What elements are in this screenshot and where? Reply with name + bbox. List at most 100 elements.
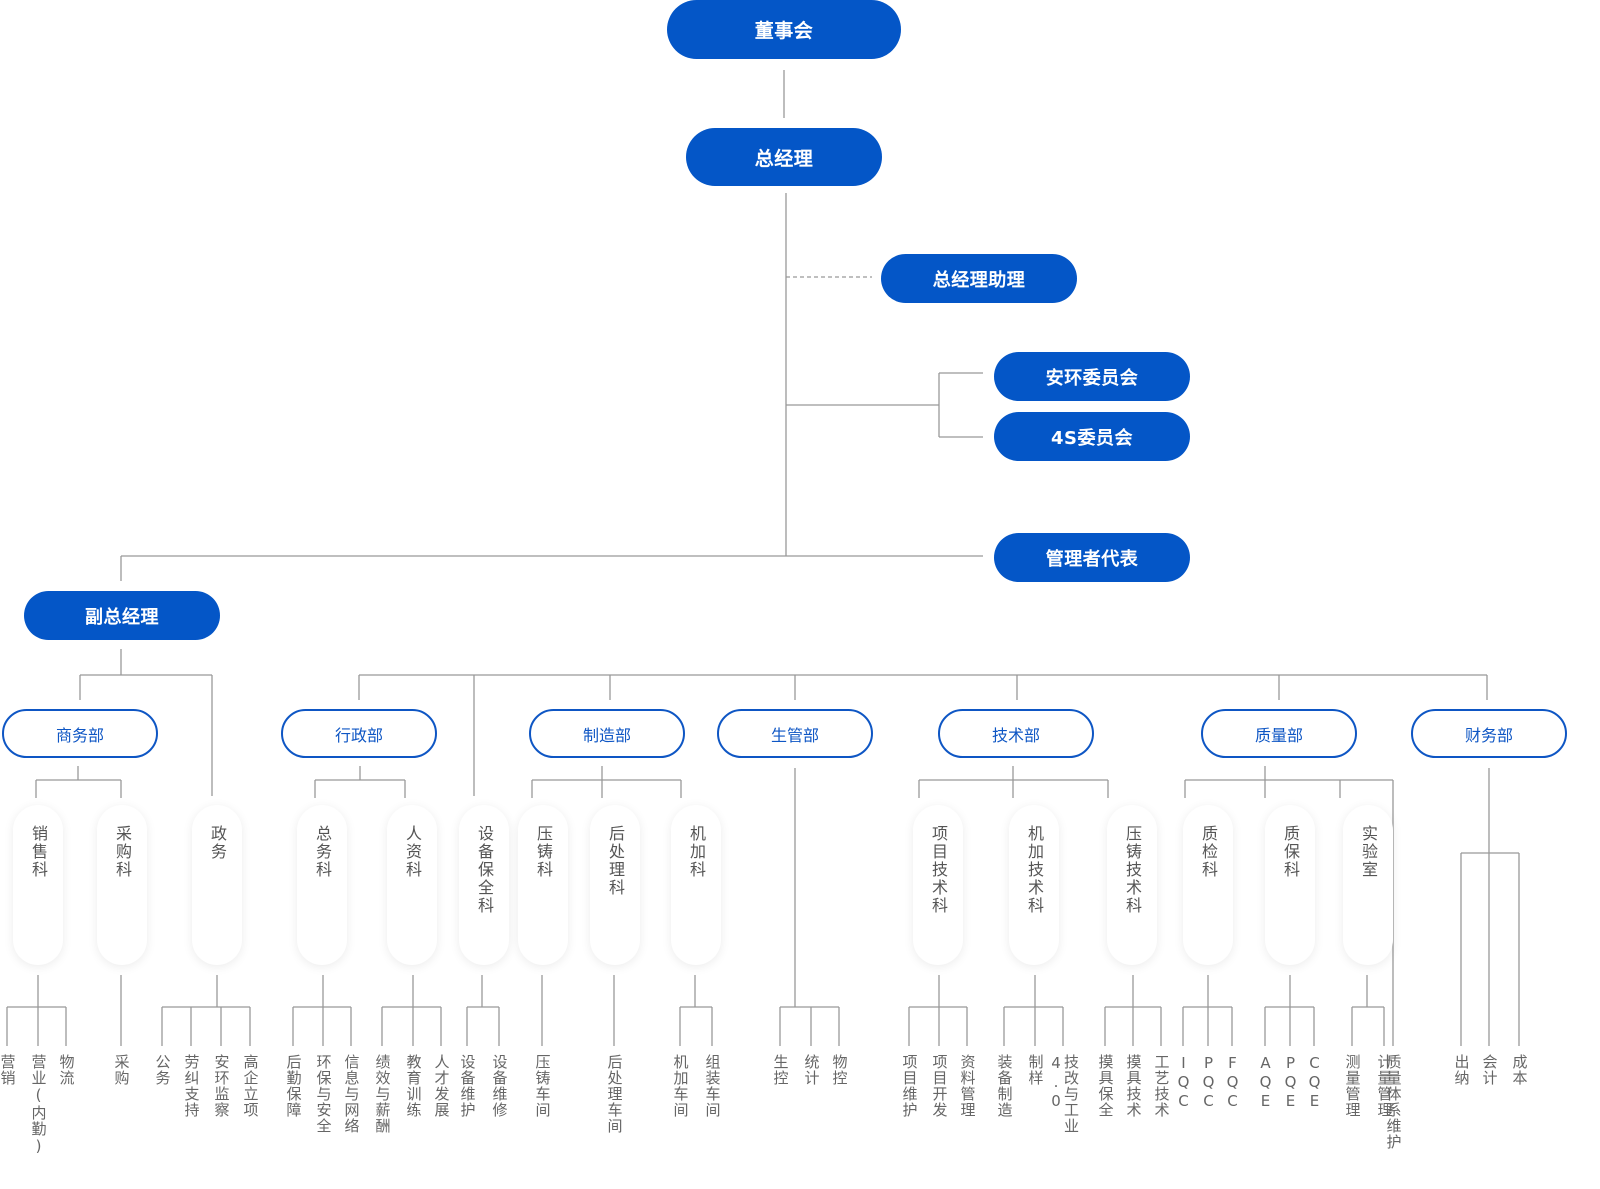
- leaf-item: 摸具保全: [1096, 1054, 1115, 1118]
- leaf-item: IQC: [1174, 1054, 1193, 1111]
- section-laboratory[interactable]: 实验室: [1343, 805, 1393, 965]
- section-label: 机加科: [687, 825, 706, 879]
- node-committee-4s[interactable]: 4S委员会: [994, 412, 1190, 461]
- node-management-representative[interactable]: 管理者代表: [994, 533, 1190, 582]
- dept-label: 财务部: [1464, 725, 1513, 745]
- section-label: 机加技术科: [1025, 825, 1044, 915]
- section-quality-inspection[interactable]: 质检科: [1183, 805, 1233, 965]
- section-label: 设备保全科: [475, 825, 494, 915]
- section-label: 销售科: [29, 825, 48, 879]
- section-machining-tech[interactable]: 机加技术科: [1009, 805, 1059, 965]
- dept-label: 质量部: [1254, 725, 1303, 745]
- leaf-item: 项目开发: [930, 1054, 949, 1118]
- section-label: 采购科: [113, 825, 132, 879]
- dept-label: 制造部: [582, 725, 631, 745]
- leaf-item: CQE: [1305, 1054, 1324, 1111]
- node-deputy-gm[interactable]: 副总经理: [24, 591, 220, 640]
- dept-commerce[interactable]: 商务部: [2, 709, 158, 758]
- leaf-item: 劳纠支持: [182, 1054, 201, 1118]
- section-label: 质保科: [1281, 825, 1300, 879]
- leaf-item: 组装车间: [703, 1054, 722, 1118]
- leaf-item: 信息与网络: [342, 1054, 361, 1134]
- leaf-item: 质量体系维护: [1384, 1054, 1403, 1150]
- section-die-casting-tech[interactable]: 压铸技术科: [1107, 805, 1157, 965]
- leaf-item: PQC: [1199, 1054, 1218, 1111]
- dept-administration[interactable]: 行政部: [281, 709, 437, 758]
- leaf-item: 采购: [112, 1054, 131, 1086]
- leaf-item: 绩效与薪酬: [373, 1054, 392, 1134]
- leaf-item: 统计: [802, 1054, 821, 1086]
- node-committee-4s-label: 4S委员会: [1051, 427, 1133, 449]
- node-general-manager[interactable]: 总经理: [686, 128, 882, 186]
- node-gm-assistant[interactable]: 总经理助理: [881, 254, 1077, 303]
- dept-quality[interactable]: 质量部: [1201, 709, 1357, 758]
- dept-label: 生管部: [770, 725, 819, 745]
- node-management-representative-label: 管理者代表: [1045, 548, 1139, 570]
- leaf-item: 物控: [830, 1054, 849, 1086]
- node-general-manager-label: 总经理: [754, 147, 814, 170]
- leaf-item: 公务: [153, 1054, 172, 1086]
- leaf-item: 计量管理: [1375, 1054, 1394, 1118]
- leaf-item: 制样: [1026, 1054, 1045, 1086]
- section-label: 后处理科: [606, 825, 625, 897]
- leaf-item: 后勤保障: [284, 1054, 303, 1118]
- leaf-item: 测量管理: [1343, 1054, 1362, 1118]
- leaf-item: 教育训练: [404, 1054, 423, 1118]
- dept-technology[interactable]: 技术部: [938, 709, 1094, 758]
- leaf-item: 工艺技术: [1152, 1054, 1171, 1118]
- section-die-casting[interactable]: 压铸科: [518, 805, 568, 965]
- node-deputy-gm-label: 副总经理: [85, 606, 159, 628]
- leaf-item: 会计: [1480, 1054, 1499, 1086]
- leaf-item: AQE: [1256, 1054, 1275, 1111]
- leaf-item: 后处理车间: [605, 1054, 624, 1134]
- dept-production-control[interactable]: 生管部: [717, 709, 873, 758]
- leaf-item: 设备维护: [458, 1054, 477, 1118]
- leaf-item: 环保与安全: [314, 1054, 333, 1134]
- section-hr[interactable]: 人资科: [387, 805, 437, 965]
- leaf-item: 成本: [1510, 1054, 1529, 1086]
- section-label: 压铸技术科: [1123, 825, 1142, 915]
- section-label: 政务: [208, 825, 227, 861]
- section-quality-assurance[interactable]: 质保科: [1265, 805, 1315, 965]
- node-board-label: 董事会: [754, 20, 814, 42]
- section-equipment-maintenance[interactable]: 设备保全科: [459, 805, 509, 965]
- section-general-affairs[interactable]: 总务科: [297, 805, 347, 965]
- leaf-item: 安环监察: [212, 1054, 231, 1118]
- dept-label: 技术部: [991, 725, 1040, 745]
- section-machining[interactable]: 机加科: [671, 805, 721, 965]
- section-post-processing[interactable]: 后处理科: [590, 805, 640, 965]
- node-committee-safety-env-label: 安环委员会: [1045, 367, 1139, 389]
- section-purchasing[interactable]: 采购科: [97, 805, 147, 965]
- leaf-item: FQC: [1223, 1054, 1242, 1111]
- dept-label: 商务部: [55, 725, 104, 745]
- section-label: 压铸科: [534, 825, 553, 879]
- section-label: 总务科: [313, 825, 332, 879]
- leaf-item: 摸具技术: [1124, 1054, 1143, 1118]
- leaf-item: 人才发展: [432, 1054, 451, 1118]
- leaf-item: 营销: [0, 1054, 17, 1086]
- section-project-tech[interactable]: 项目技术科: [913, 805, 963, 965]
- dept-label: 行政部: [334, 725, 383, 745]
- leaf-item: 资料管理: [958, 1054, 977, 1118]
- section-sales[interactable]: 销售科: [13, 805, 63, 965]
- section-government-affairs[interactable]: 政务: [192, 805, 242, 965]
- dept-manufacturing[interactable]: 制造部: [529, 709, 685, 758]
- section-label: 实验室: [1359, 825, 1378, 879]
- leaf-item: 物流: [57, 1054, 76, 1086]
- leaf-item: 高企立项: [241, 1054, 260, 1118]
- leaf-item: 设备维修: [490, 1054, 509, 1118]
- leaf-item: 出纳: [1452, 1054, 1471, 1086]
- section-label: 项目技术科: [929, 825, 948, 915]
- leaf-item: 装备制造: [995, 1054, 1014, 1118]
- node-gm-assistant-label: 总经理助理: [932, 269, 1026, 291]
- node-committee-safety-env[interactable]: 安环委员会: [994, 352, 1190, 401]
- section-label: 人资科: [403, 825, 422, 879]
- leaf-item: 营业(内勤): [29, 1054, 48, 1156]
- node-board[interactable]: 董事会: [667, 0, 901, 59]
- dept-finance[interactable]: 财务部: [1411, 709, 1567, 758]
- leaf-item: PQE: [1281, 1054, 1300, 1111]
- leaf-item: 项目维护: [900, 1054, 919, 1118]
- leaf-item: 技改与工业4.0: [1047, 1054, 1080, 1134]
- leaf-item: 机加车间: [671, 1054, 690, 1118]
